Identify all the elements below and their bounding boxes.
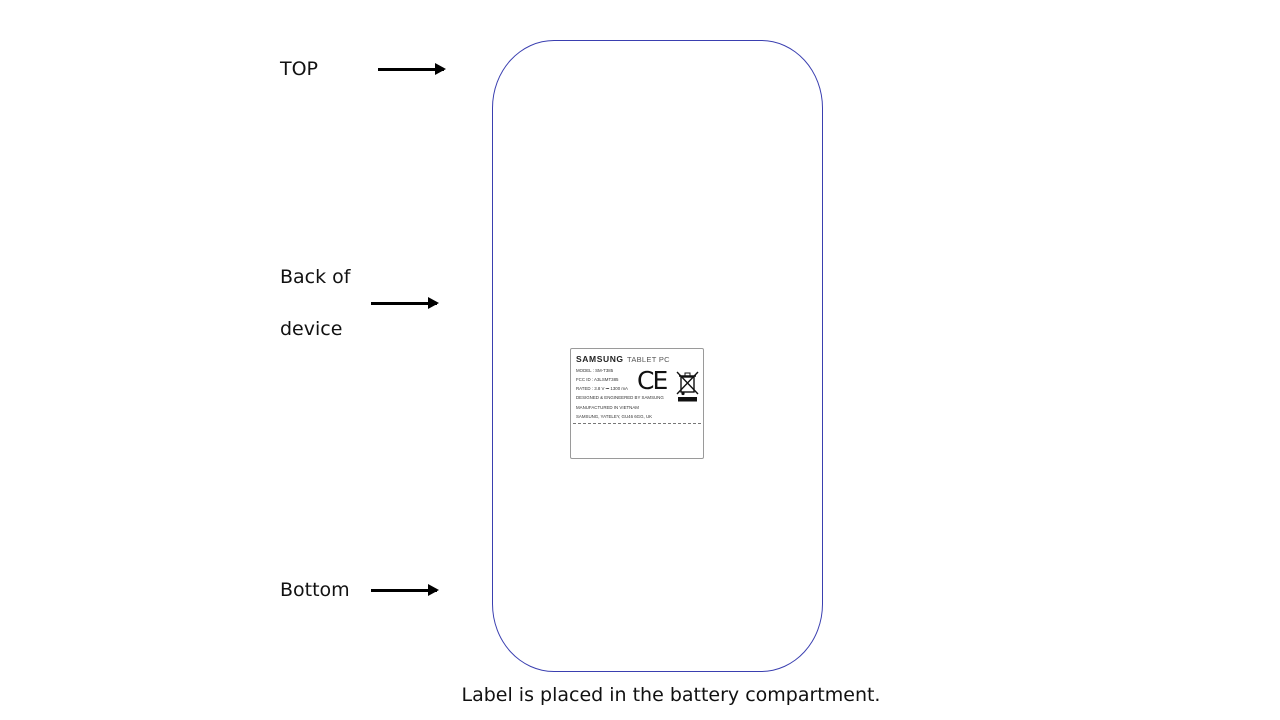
caption-text: Label is placed in the battery compartme… bbox=[461, 684, 881, 706]
label-model-line: MODEL : SM-T385 bbox=[576, 368, 614, 373]
top-arrow-icon bbox=[378, 63, 446, 75]
back-arrow-icon bbox=[371, 297, 439, 309]
back-label-line1: Back of bbox=[280, 266, 351, 288]
device-rating-label: SAMSUNG TABLET PC MODEL : SM-T385 FCC ID… bbox=[570, 348, 704, 459]
ce-mark-icon: CE bbox=[637, 366, 668, 395]
label-designed-line: DESIGNED & ENGINEERED BY SAMSUNG bbox=[576, 395, 664, 400]
bottom-arrow-icon bbox=[371, 584, 439, 596]
label-address-line: SAMSUNG, YATELEY, GU46 6GG, UK bbox=[576, 414, 653, 419]
device-back-outline bbox=[492, 40, 823, 672]
label-fcc-line: FCC ID : A3LSMT385 bbox=[576, 377, 619, 382]
top-label: TOP bbox=[280, 58, 319, 80]
back-label-line2: device bbox=[280, 318, 343, 340]
label-rated-line: RATED : 3.8 V ⎓ 1300 mA bbox=[576, 386, 628, 391]
label-product-type: TABLET PC bbox=[627, 355, 670, 364]
label-dashed-divider bbox=[573, 423, 701, 424]
bottom-label: Bottom bbox=[280, 579, 350, 601]
label-brand: SAMSUNG bbox=[576, 354, 624, 364]
weee-crossed-bin-icon bbox=[676, 371, 699, 402]
label-manufactured-line: MANUFACTURED IN VIETNAM bbox=[576, 405, 639, 410]
